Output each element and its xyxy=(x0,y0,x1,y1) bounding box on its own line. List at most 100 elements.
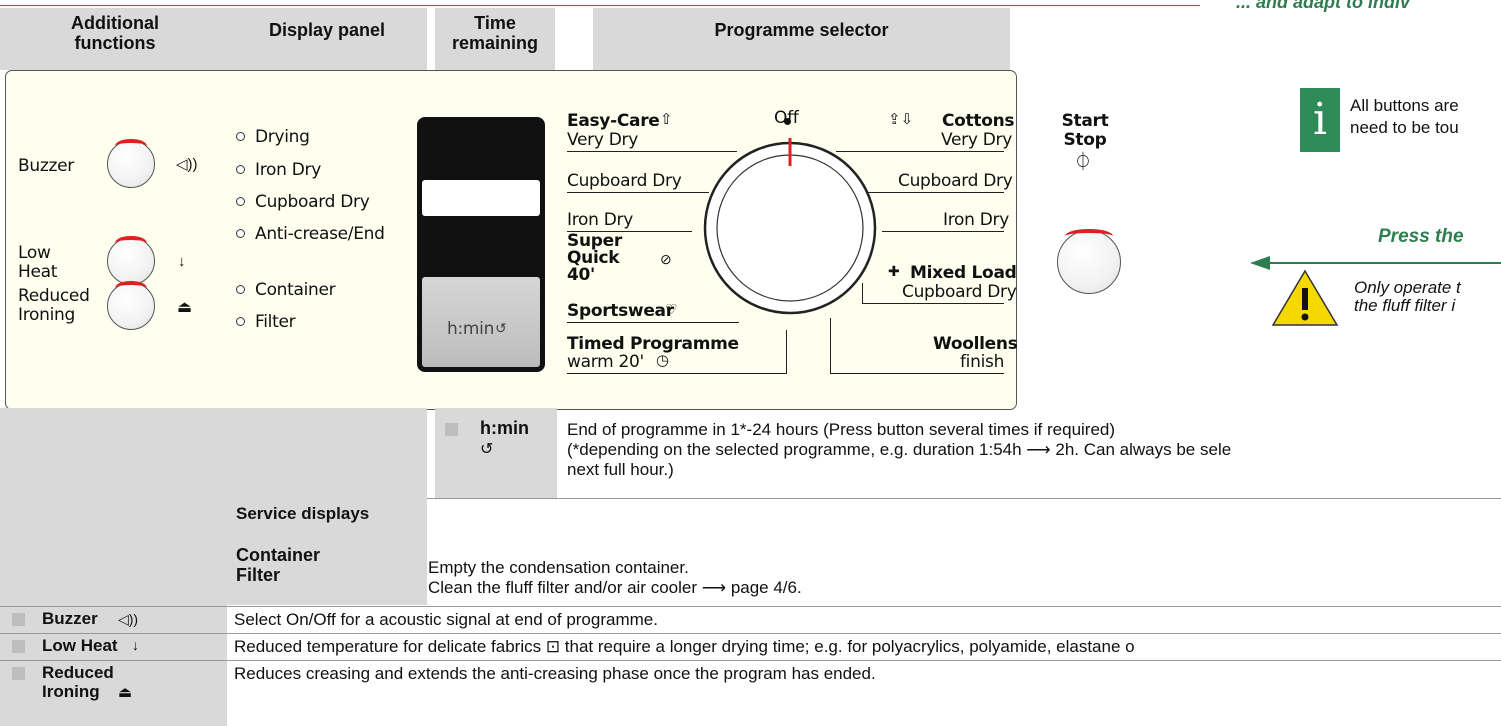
sportswear-icon: ♡ xyxy=(665,301,678,317)
selector-line xyxy=(567,231,692,232)
service-displays-heading: Service displays xyxy=(236,504,370,523)
header-additional-bg xyxy=(0,8,227,70)
clock-icon: ◷ xyxy=(656,352,670,369)
speaker-icon: ◁)) xyxy=(176,156,198,173)
indicator-led xyxy=(236,317,245,326)
reduced-ironing-row-icon: ⏏ xyxy=(118,684,133,701)
prog-mixed-load: Mixed Load xyxy=(910,263,1017,283)
warning-text-1: Only operate t xyxy=(1354,278,1461,297)
indicator-led xyxy=(236,165,245,174)
easy-care-icon: ⇧ xyxy=(660,111,673,128)
header-additional-functions: Additional functions xyxy=(71,13,159,53)
low-heat-button[interactable] xyxy=(107,236,155,285)
service-cell-bg xyxy=(227,498,427,605)
mixed-load-icon: ✚ xyxy=(888,263,900,279)
display-window xyxy=(422,180,540,216)
reduced-ironing-row-label: Reduced Ironing xyxy=(42,663,114,701)
dial-off-label: Off xyxy=(774,108,799,128)
prog-timed-warm-20: warm 20' xyxy=(567,352,644,372)
thermometer-down-icon: ↓ xyxy=(178,253,186,270)
selector-line xyxy=(567,192,709,193)
prog-cottons-iron-dry: Iron Dry xyxy=(943,210,1009,230)
prog-easy-care-very-dry: Very Dry xyxy=(567,130,638,150)
selector-line xyxy=(866,192,1004,193)
reduced-ironing-button[interactable] xyxy=(107,281,155,330)
prog-super-quick: Super Quick 40' xyxy=(567,231,622,285)
reduced-ironing-row-bg xyxy=(0,661,227,726)
top-right-text: ... and adapt to indiv xyxy=(1236,0,1411,12)
selector-line xyxy=(567,373,787,374)
warning-icon xyxy=(1271,269,1339,326)
header-time-remaining: Time remaining xyxy=(451,13,539,53)
buzzer-row-bg xyxy=(0,607,227,633)
timer-icon: ↺ xyxy=(495,320,507,336)
header-time-bg xyxy=(435,8,555,70)
start-stop-button[interactable] xyxy=(1057,229,1121,294)
selector-stem xyxy=(786,330,787,373)
selector-line xyxy=(882,231,1004,232)
reduced-ironing-row-text: Reduces creasing and extends the anti-cr… xyxy=(234,664,876,683)
top-rule xyxy=(0,5,1200,6)
buzzer-button[interactable] xyxy=(107,139,155,188)
selector-line xyxy=(567,322,739,323)
bullet-square xyxy=(12,640,25,653)
container-label: Container xyxy=(236,545,321,565)
low-heat-row-label: Low Heat xyxy=(42,636,118,655)
info-text-2: need to be tou xyxy=(1350,118,1459,137)
header-programme-selector: Programme selector xyxy=(714,20,889,40)
selector-line xyxy=(830,373,1004,374)
low-heat-row-text: Reduced temperature for delicate fabrics… xyxy=(234,637,1135,656)
indicator-container: Container xyxy=(255,280,336,300)
prog-cottons-cupboard-dry: Cupboard Dry xyxy=(898,171,1013,191)
selector-line xyxy=(862,303,1004,304)
low-heat-label: Low Heat xyxy=(18,243,58,282)
cottons-icon: ⇪⇩ xyxy=(888,111,914,128)
left-column-bg xyxy=(0,408,227,633)
selector-line xyxy=(836,151,1004,152)
indicator-led xyxy=(236,197,245,206)
indicator-anti-crease: Anti-crease/End xyxy=(255,224,385,244)
press-the-text: Press the xyxy=(1378,226,1464,247)
prog-timed-programme: Timed Programme xyxy=(567,334,739,354)
divider-service xyxy=(227,498,1501,499)
filter-text: Clean the fluff filter and/or air cooler… xyxy=(428,578,802,597)
prog-easy-care-cupboard-dry: Cupboard Dry xyxy=(567,171,682,191)
low-heat-row-bg xyxy=(0,634,227,660)
header-selector-bg xyxy=(593,8,1010,70)
selector-line xyxy=(567,151,737,152)
display-lower xyxy=(422,277,540,367)
indicator-filter: Filter xyxy=(255,312,296,332)
indicator-drying: Drying xyxy=(255,127,310,147)
warning-text-2: the fluff filter i xyxy=(1354,296,1456,315)
hmin-desc-1: End of programme in 1*-24 hours (Press b… xyxy=(567,420,1116,439)
buzzer-row-label: Buzzer xyxy=(42,609,98,628)
dial-inner-ring xyxy=(716,154,864,302)
prog-easy-care-iron-dry: Iron Dry xyxy=(567,210,633,230)
buzzer-label: Buzzer xyxy=(18,156,74,176)
time-display: h:min ↺ xyxy=(417,117,545,372)
bullet-square xyxy=(12,613,25,626)
low-heat-row-icon: ↓ xyxy=(132,637,139,653)
programme-dial[interactable] xyxy=(690,128,890,328)
hmin-timer-icon: ↺ xyxy=(480,441,494,458)
super-quick-icon: ⊘ xyxy=(660,251,672,267)
row-divider xyxy=(0,633,1501,634)
indicator-cupboard-dry: Cupboard Dry xyxy=(255,192,370,212)
hmin-label: h:min xyxy=(480,418,529,438)
hmin-desc-2: (*depending on the selected programme, e… xyxy=(567,440,1232,459)
selector-stem xyxy=(830,318,831,373)
indicator-led xyxy=(236,285,245,294)
indicator-iron-dry: Iron Dry xyxy=(255,160,321,180)
display-column-bg xyxy=(227,408,427,498)
prog-woollens: Woollens xyxy=(933,334,1018,354)
bullet-square xyxy=(12,667,25,680)
dial-off-dot xyxy=(784,118,791,125)
power-icon: ⏀ xyxy=(1074,152,1092,172)
filter-label: Filter xyxy=(236,565,281,585)
header-display-panel: Display panel xyxy=(268,20,386,40)
selector-stem xyxy=(862,283,863,303)
hmin-desc-3: next full hour.) xyxy=(567,460,674,479)
arrow-line xyxy=(1268,262,1501,264)
row-divider xyxy=(0,660,1501,661)
info-icon: i xyxy=(1300,88,1340,152)
